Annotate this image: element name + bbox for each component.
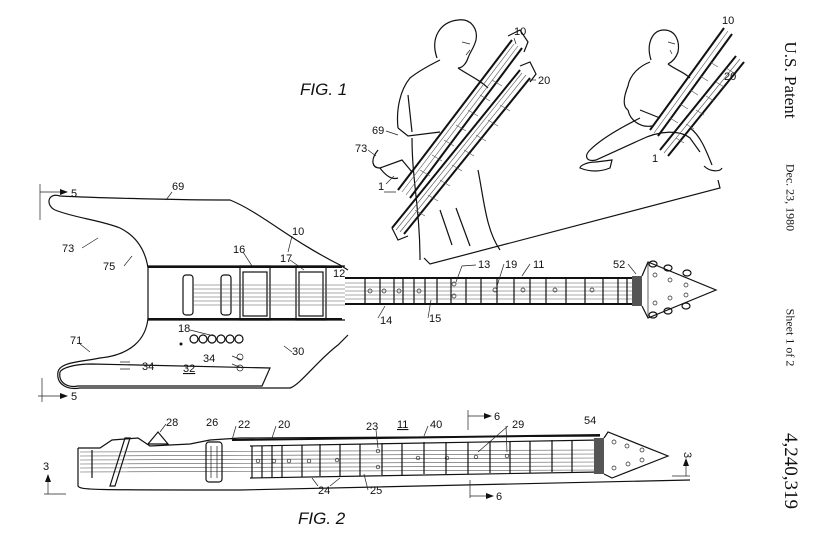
fig1-floor-line	[423, 179, 721, 265]
ref-17: 17	[280, 253, 292, 265]
top-view-neck	[345, 276, 642, 306]
ref-11: 11	[533, 259, 544, 271]
patent-title: U.S. Patent	[781, 41, 800, 119]
fig1-ref-10: 10	[514, 26, 526, 38]
section-line-6-top	[467, 410, 492, 430]
ref-15: 15	[429, 313, 441, 325]
ref-10: 10	[292, 226, 304, 238]
fig1-label: FIG. 1	[300, 80, 347, 99]
section-line-5-bottom	[38, 378, 68, 402]
fig1-ref-20: 20	[538, 75, 550, 87]
fig1-right-ref-20: 20	[724, 71, 736, 83]
patent-sheet: Sheet 1 of 2	[783, 308, 798, 367]
ref-18: 18	[178, 323, 190, 335]
view-marker-3-left	[44, 474, 66, 495]
fig2-ref-54: 54	[584, 415, 596, 427]
fig2-label: FIG. 2	[298, 509, 346, 528]
ref-16: 16	[233, 244, 245, 256]
section-label-6-bottom: 6	[496, 491, 502, 503]
fig2-ref-26: 26	[206, 417, 218, 429]
section-line-6-bottom	[469, 480, 494, 499]
fig2-ref-20: 20	[278, 419, 290, 431]
patent-date: Dec. 23, 1980	[783, 163, 798, 232]
fig1-double-guitar-right	[649, 27, 745, 157]
ref-19: 19	[505, 259, 517, 271]
ref-32: 32	[183, 363, 195, 375]
ref-75: 75	[103, 261, 115, 273]
ref-13: 13	[478, 259, 490, 271]
fig2-ref-11: 11	[397, 419, 408, 431]
fig1-standing-player	[396, 19, 501, 261]
fig1-ref-1: 1	[378, 181, 384, 193]
section-label-6-top: 6	[494, 411, 500, 423]
fig2-ref-25: 25	[370, 485, 382, 497]
view-label-3-right: 3	[681, 452, 693, 458]
view-label-3-left: 3	[43, 461, 49, 473]
patent-header: U.S. Patent Dec. 23, 1980 Sheet 1 of 2 4…	[770, 0, 810, 551]
fig2-ref-22: 22	[238, 419, 250, 431]
section-label-5-top: 5	[71, 188, 77, 200]
ref-12: 12	[333, 268, 345, 280]
ref-73: 73	[62, 243, 74, 255]
fig1-ref-69: 69	[372, 125, 384, 137]
ref-71: 71	[70, 335, 82, 347]
ref-34-left: 34	[142, 361, 154, 373]
fig1-double-guitar-left	[372, 29, 537, 241]
ref-14: 14	[380, 315, 392, 327]
patent-number: 4,240,319	[780, 433, 801, 509]
fig2-ref-23: 23	[366, 421, 378, 433]
view-marker-3-right	[672, 458, 690, 477]
fig2-ref-24: 24	[318, 485, 330, 497]
fig2-ref-28: 28	[166, 417, 178, 429]
guitar-top-view	[48, 194, 349, 390]
ref-52: 52	[613, 259, 625, 271]
fig1-ref-73: 73	[355, 143, 367, 155]
fig2-ref-29: 29	[512, 419, 524, 431]
ref-30: 30	[292, 346, 304, 358]
section-label-5-bottom: 5	[71, 391, 77, 403]
fig1-right-ref-10: 10	[722, 15, 734, 27]
fig2-guitar-side-view	[77, 431, 691, 491]
section-line-5-top	[39, 184, 68, 220]
fig2-ref-40: 40	[430, 419, 442, 431]
fig1-right-ref-1: 1	[652, 153, 658, 165]
top-view-headstock	[641, 260, 718, 319]
ref-34-right: 34	[203, 353, 215, 365]
ref-69: 69	[172, 181, 184, 193]
